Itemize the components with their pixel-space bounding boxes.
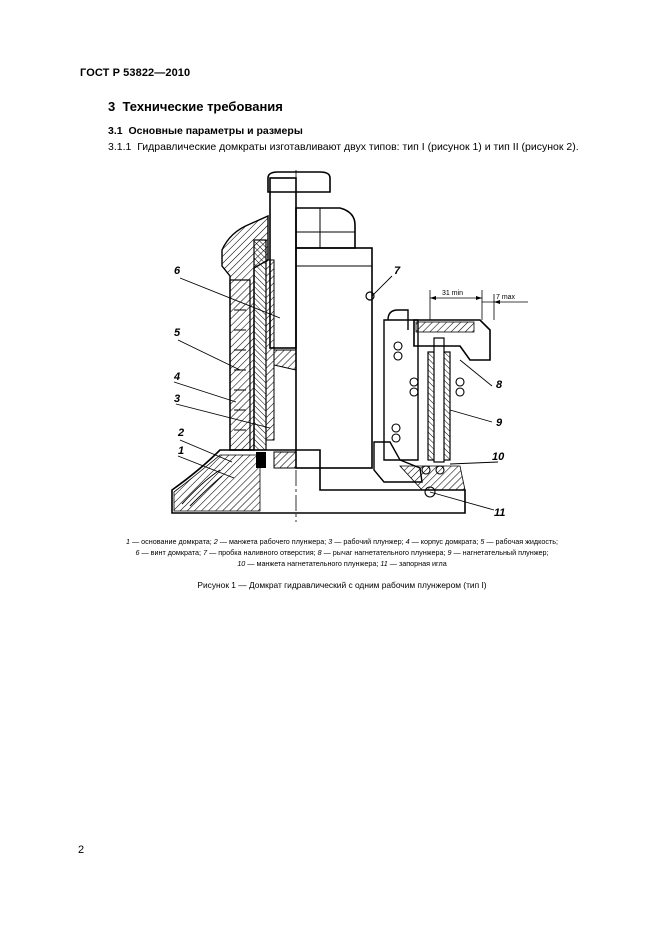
legend-text: — нагнетательный плунжер; — [453, 548, 549, 557]
paragraph-number: 3.1.1 — [108, 141, 132, 153]
section-heading: 3 Технические требования — [108, 99, 283, 114]
base-outline — [171, 449, 466, 514]
callout-9: 9 — [496, 417, 503, 429]
legend-line-1: 1 — основание домкрата; 2 — манжета рабо… — [72, 536, 612, 547]
legend-text: — винт домкрата; — [141, 548, 202, 557]
legend-num: 5 — [480, 537, 485, 546]
jack-drawing: 31 min 7 max 6 7 5 4 3 2 1 8 9 10 11 — [171, 170, 528, 522]
callout-10: 10 — [492, 451, 505, 463]
callout-4: 4 — [173, 371, 180, 383]
section-title: Технические требования — [122, 99, 283, 114]
legend-text: — запорная игла — [389, 559, 447, 568]
paragraph-text: Гидравлические домкраты изготавливают дв… — [137, 141, 579, 153]
legend-text: — рычаг нагнетательного плунжера; — [323, 548, 446, 557]
legend-num: 8 — [317, 548, 322, 557]
page-number: 2 — [78, 844, 85, 856]
lever — [413, 319, 491, 361]
legend-num: 9 — [447, 548, 452, 557]
dim-label-max: 7 max — [496, 294, 516, 301]
callout-2: 2 — [177, 427, 184, 439]
legend-num: 6 — [135, 548, 140, 557]
legend-num: 7 — [203, 548, 208, 557]
dim-label-min: 31 min — [442, 290, 463, 297]
filler-plug — [365, 291, 375, 301]
legend-num: 4 — [405, 537, 410, 546]
legend-num: 1 — [126, 537, 130, 546]
callout-3: 3 — [174, 393, 180, 405]
base-hatch — [173, 454, 261, 512]
legend-num: 2 — [213, 537, 218, 546]
paragraph: 3.1.1 Гидравлические домкраты изготавлив… — [108, 141, 579, 153]
subsection-number: 3.1 — [108, 125, 123, 137]
pump-body — [383, 319, 419, 461]
legend-num: 10 — [237, 559, 246, 568]
standard-code: ГОСТ Р 53822—2010 — [80, 67, 191, 79]
callout-5: 5 — [174, 327, 181, 339]
legend-text: — пробка наливного отверстия; — [209, 548, 316, 557]
section-number: 3 — [108, 99, 116, 114]
working-plunger — [295, 247, 373, 469]
figure-caption: Рисунок 1 — Домкрат гидравлический с одн… — [197, 580, 487, 590]
legend-text: — основание домкрата; — [132, 537, 212, 546]
legend-line-3: 10 — манжета нагнетательного плунжера; 1… — [72, 558, 612, 569]
legend-text: — рабочий плунжер; — [334, 537, 404, 546]
legend-line-2: 6 — винт домкрата; 7 — пробка наливного … — [72, 547, 612, 558]
callout-8: 8 — [496, 379, 503, 391]
legend-num: 3 — [328, 537, 333, 546]
figure-legend: 1 — основание домкрата; 2 — манжета рабо… — [72, 536, 612, 569]
callout-1: 1 — [178, 445, 184, 457]
legend-text: — манжета нагнетательного плунжера; — [247, 559, 379, 568]
legend-text: — рабочая жидкость; — [486, 537, 558, 546]
subsection-title: Основные параметры и размеры — [128, 125, 303, 137]
callout-6: 6 — [174, 265, 181, 277]
legend-num: 11 — [380, 559, 388, 568]
cylinder-wall — [253, 239, 267, 451]
callout-7: 7 — [394, 265, 401, 277]
legend-text: — корпус домкрата; — [411, 537, 479, 546]
legend-text: — манжета рабочего плунжера; — [219, 537, 327, 546]
callout-11: 11 — [494, 507, 505, 519]
cap — [295, 207, 356, 249]
subsection-heading: 3.1 Основные параметры и размеры — [108, 125, 303, 137]
